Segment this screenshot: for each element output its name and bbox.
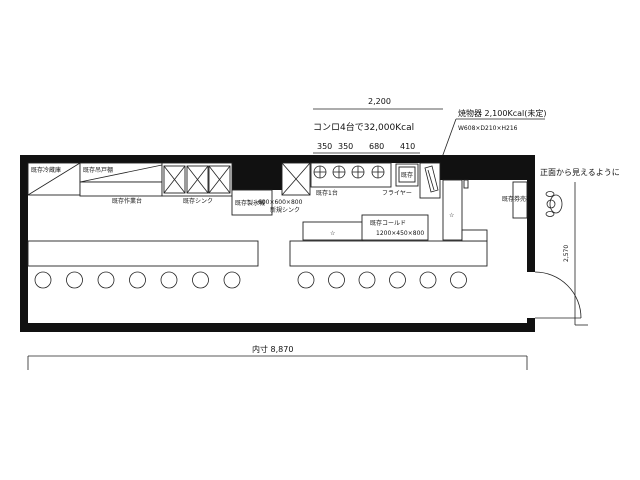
hanging-cabinet: 既存吊戸棚 既存作業台 xyxy=(79,162,163,205)
stove-widths: 350 350 680 410 xyxy=(313,142,420,154)
cold-table-size: 1200×450×800 xyxy=(376,230,424,237)
stove-label: 既存1台 xyxy=(316,189,338,197)
door-dimension: 2,570 xyxy=(563,182,588,326)
stool xyxy=(129,271,146,289)
walls xyxy=(20,155,535,332)
cold-table: ☆ 既存コールド 1200×450×800 xyxy=(302,214,429,241)
worktable-label: 既存作業台 xyxy=(112,197,142,205)
stove-note: コンロ4台で32,000Kcal xyxy=(313,121,414,133)
person-icon xyxy=(545,191,563,217)
grill-size: W608×D210×H216 xyxy=(458,125,518,132)
stool xyxy=(66,271,83,289)
column-counter: ☆ xyxy=(442,179,469,241)
inner-width-label: 内寸 8,870 xyxy=(252,344,293,354)
stool xyxy=(34,271,52,289)
stool xyxy=(450,271,467,289)
hood-dimension: 2,200 xyxy=(313,97,443,110)
star-mark: ☆ xyxy=(330,230,335,237)
front-note: 正面から見えるように xyxy=(540,168,620,177)
cold-table-label: 既存コールド xyxy=(370,219,406,227)
grill-name: 焼物器 2,100Kcal(未定) xyxy=(458,108,546,118)
stool xyxy=(358,271,376,289)
stool xyxy=(192,271,209,289)
door-side-label: 2,570 xyxy=(563,245,570,262)
stool xyxy=(328,271,345,289)
hood-width-label: 2,200 xyxy=(368,97,391,106)
stool xyxy=(297,271,315,289)
stools xyxy=(34,271,467,289)
fryer-label: フライヤー xyxy=(382,190,412,197)
existing-sink: 既存シンク xyxy=(161,162,233,205)
stove-width: 350 xyxy=(338,142,353,151)
stool xyxy=(97,271,115,289)
grill-note: 焼物器 2,100Kcal(未定) W608×D210×H216 xyxy=(439,108,546,164)
fryer: 既存 フライヤー xyxy=(382,163,419,197)
fridge-label: 既存冷蔵庫 xyxy=(31,166,61,174)
counter-left xyxy=(27,240,259,267)
stove-width: 410 xyxy=(400,142,415,151)
stove-width: 350 xyxy=(317,142,332,151)
stove: 既存1台 xyxy=(310,162,392,197)
inner-width-dimension: 内寸 8,870 xyxy=(27,344,528,370)
ticket-machine-label: 既存券売機 xyxy=(502,195,532,203)
new-sink-label: 新規シンク xyxy=(270,206,300,214)
sink-label: 既存シンク xyxy=(183,197,213,205)
ice-machine: 既存製氷機 xyxy=(231,189,273,216)
grill xyxy=(419,162,441,199)
entrance-door[interactable] xyxy=(534,271,582,319)
existing-fridge: 既存冷蔵庫 xyxy=(27,162,81,196)
new-sink: 600×600×800 新規シンク xyxy=(258,162,311,214)
new-sink-size: 600×600×800 xyxy=(258,199,303,206)
star-mark: ☆ xyxy=(449,212,454,219)
stove-width: 680 xyxy=(369,142,384,151)
fryer-existing-label: 既存 xyxy=(401,171,413,179)
stool xyxy=(389,271,406,289)
ice-machine-label: 既存製氷機 xyxy=(235,199,265,207)
stool xyxy=(223,271,241,289)
ticket-machine: 既存券売機 xyxy=(502,181,532,219)
cabinet-label: 既存吊戸棚 xyxy=(83,166,113,174)
counter-right xyxy=(289,229,488,267)
stool xyxy=(160,271,178,289)
stool xyxy=(419,271,437,289)
